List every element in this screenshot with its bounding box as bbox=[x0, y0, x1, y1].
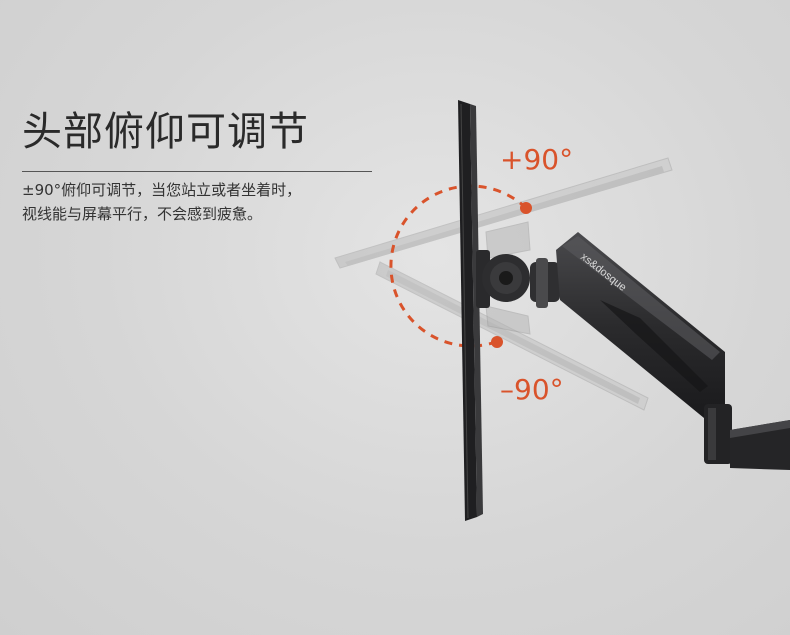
tilt-up-angle-label: +90° bbox=[500, 143, 574, 176]
description-line-2: 视线能与屏幕平行，不会感到疲惫。 bbox=[22, 205, 263, 223]
arm-elbow bbox=[704, 404, 790, 470]
tilt-limit-top-dot bbox=[520, 202, 532, 214]
description-line-1: ±90°俯仰可调节，当您站立或者坐着时， bbox=[22, 181, 302, 199]
tilt-down-angle-label: –90° bbox=[500, 373, 564, 406]
ghost-mount-plate bbox=[485, 221, 531, 335]
vesa-joint bbox=[476, 250, 560, 308]
feature-description: ±90°俯仰可调节，当您站立或者坐着时， 视线能与屏幕平行，不会感到疲惫。 bbox=[22, 178, 382, 226]
title-divider bbox=[22, 171, 372, 172]
page-title: 头部俯仰可调节 bbox=[22, 109, 309, 155]
tilt-limit-bottom-dot bbox=[491, 336, 503, 348]
ghost-monitor-tilted-down bbox=[375, 261, 649, 411]
ghost-monitor-tilted-up bbox=[334, 157, 673, 269]
gas-spring-arm: xs&dosque bbox=[556, 232, 725, 418]
monitor-side-view bbox=[458, 100, 483, 521]
tilt-range-arc bbox=[389, 184, 528, 348]
